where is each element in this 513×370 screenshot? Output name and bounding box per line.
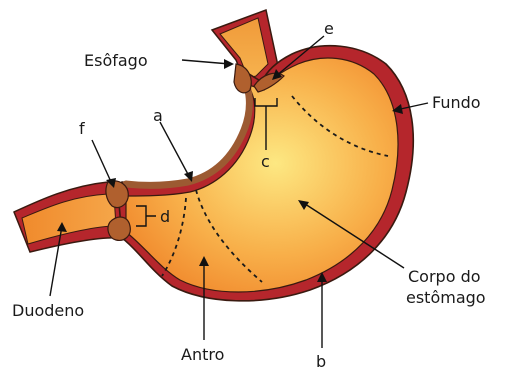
pyloric-sphincter-top [106,181,128,208]
label-e: e [324,19,334,38]
leader-esofago [182,59,234,69]
pyloric-sphincter-bottom [108,217,130,240]
label-b: b [316,352,326,370]
label-f: f [79,119,85,138]
label-antro: Antro [181,345,224,364]
label-c: c [261,152,270,171]
label-a: a [153,106,163,125]
leader-f [92,140,116,188]
leader-a [160,122,193,182]
label-esofago: Esôfago [84,51,148,70]
label-corpo-line2: estômago [406,288,486,307]
label-duodeno: Duodeno [12,301,84,320]
label-corpo-line1: Corpo do [408,267,481,286]
label-d: d [160,207,170,226]
label-fundo: Fundo [432,93,481,112]
